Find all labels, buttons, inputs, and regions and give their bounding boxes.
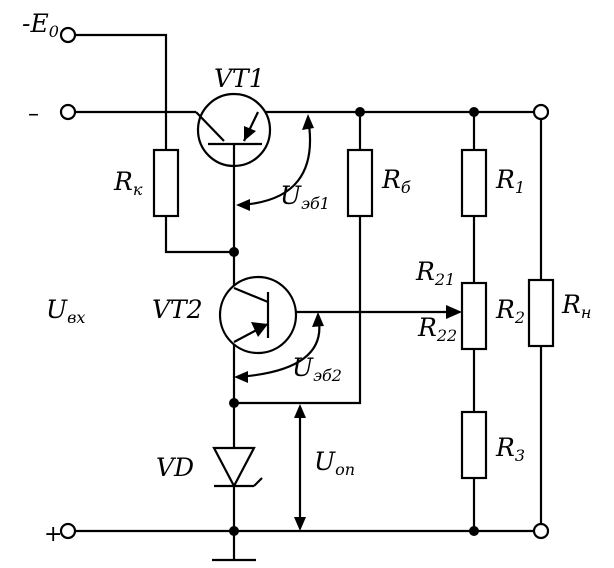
input-plus-sign: + xyxy=(44,522,62,547)
supply-terminal[interactable] xyxy=(59,26,77,44)
ueb1-voltage-arc xyxy=(236,114,314,211)
uref-label: Uоп xyxy=(314,447,355,479)
rk-label: Rк xyxy=(113,167,143,199)
r3-label: R3 xyxy=(495,433,525,465)
input-minus-sign: – xyxy=(28,102,39,127)
r22-label: R22 xyxy=(417,313,457,345)
transistor-vt1 xyxy=(195,92,272,168)
vt1-label: VT1 xyxy=(214,64,265,93)
resistor-r1 xyxy=(460,148,488,218)
potentiometer-wiper-arrowhead xyxy=(446,305,462,319)
input-plus-terminal[interactable] xyxy=(59,522,77,540)
output-bottom-terminal[interactable] xyxy=(532,522,550,540)
resistor-rb xyxy=(346,148,374,218)
ueb2-label: Uэб2 xyxy=(292,353,342,385)
rn-label: Rн xyxy=(561,290,591,322)
resistor-rn xyxy=(527,278,555,348)
supply-voltage-label: -E0 xyxy=(22,9,59,41)
junction-dots xyxy=(229,107,479,536)
input-voltage-label: Uвх xyxy=(46,295,85,327)
transistor-vt2 xyxy=(218,275,298,355)
r21-label: R21 xyxy=(415,257,455,289)
resistor-rk xyxy=(152,148,180,218)
vd-label: VD xyxy=(156,453,194,482)
resistor-r2 xyxy=(460,281,488,351)
r2-label: R2 xyxy=(495,295,525,327)
wires xyxy=(76,33,543,562)
rb-label: Rб xyxy=(381,165,411,197)
output-top-terminal[interactable] xyxy=(532,103,550,121)
vt2-label: VT2 xyxy=(152,295,203,324)
resistor-r3 xyxy=(460,410,488,480)
uref-voltage-arrow xyxy=(294,404,306,531)
ueb1-label: Uэб1 xyxy=(280,181,330,213)
ueb2-voltage-arc xyxy=(234,312,324,383)
input-minus-terminal[interactable] xyxy=(59,103,77,121)
zener-diode-vd xyxy=(212,446,263,489)
r1-label: R1 xyxy=(495,165,525,197)
